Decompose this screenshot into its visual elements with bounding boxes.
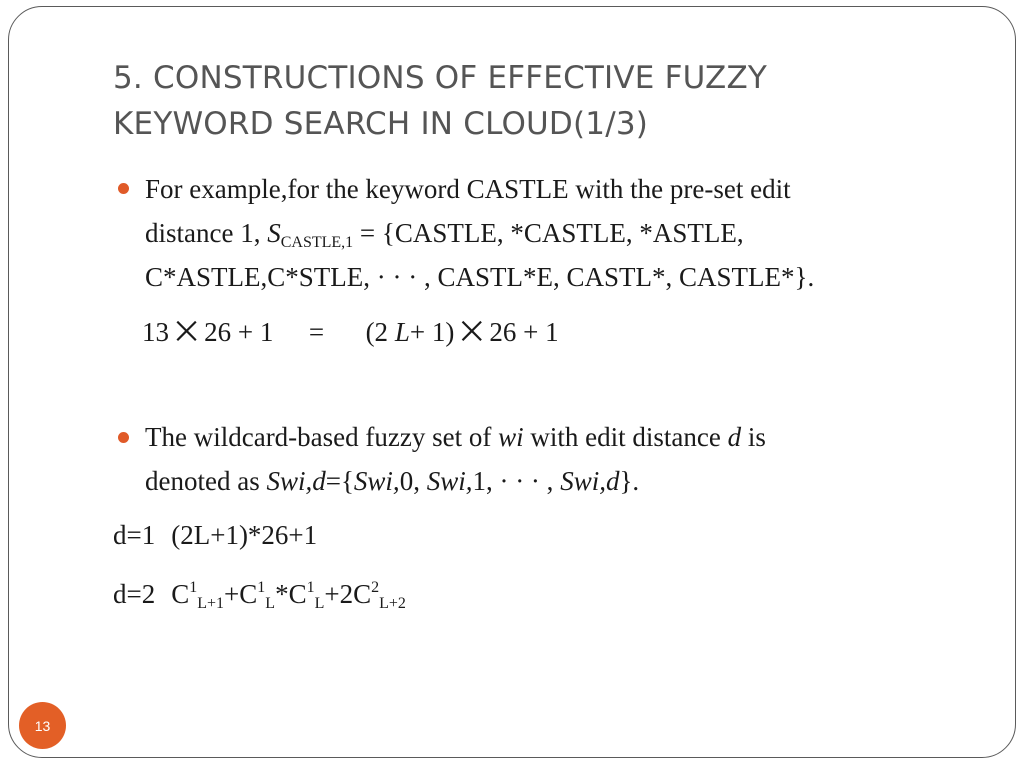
d1-line: d=1 (2L+1)*26+1 [113,520,317,550]
bullet2-end: }. [619,466,640,496]
bullet1-line1: For example,for the keyword CASTLE with … [145,174,791,204]
d2-c4-sup: 2 [371,579,380,596]
d2-label: d=2 [113,579,156,609]
bullet2-swi1: Swi, [426,466,473,496]
set-subscript: CASTLE,1 [280,234,354,251]
formula-line: 13 ⨉ 26 + 1 = (2 L+ 1) ⨉ 26 + 1 [142,317,559,347]
slide-frame [8,6,1016,758]
bullet2-line2: denoted as Swi,d={Swi,0, Swi,1, · · · , … [145,466,639,496]
bullet-dot-icon [118,432,129,443]
d2-plus2: +2C [324,579,372,609]
bullet2-swid: Swi,d [266,466,326,496]
d2-c3-sub: L [314,595,325,612]
d2-c1-sup: 1 [189,579,198,596]
title-line-1: 5. CONSTRUCTIONS OF EFFECTIVE FUZZY [113,60,768,96]
bullet2-swid2: Swi,d [560,466,620,496]
bullet2-text-1c: is [741,422,766,452]
d2-c1: C [171,579,190,609]
bullet1-line2: distance 1, SCASTLE,1 = {CASTLE, *CASTLE… [145,218,744,258]
bullet2-line1: The wildcard-based fuzzy set of wi with … [145,422,766,452]
bullet2-swi0: Swi, [353,466,400,496]
formula-left: 13 ⨉ 26 + 1 [142,317,274,347]
bullet1-text-3: C*ASTLE,C*STLE, · · · , CASTL*E, CASTL*,… [145,262,815,292]
formula-equals: = [308,317,325,347]
bullet2-0: 0, [399,466,427,496]
formula-right-pre: (2 [365,317,395,347]
bullet1-text-1: For example,for the keyword CASTLE with … [145,174,791,204]
d1-expression: (2L+1)*26+1 [171,520,318,550]
d2-c2-sub: L [265,595,276,612]
formula-right-L: L [394,317,410,347]
d1-label: d=1 [113,520,156,550]
bullet1-text-2a: distance 1, [145,218,268,248]
title-line-2: KEYWORD SEARCH IN CLOUD(1/3) [113,106,649,142]
formula-right-post: + 1) ⨉ 26 + 1 [409,317,559,347]
bullet2-1: 1, · · · , [472,466,561,496]
bullet2-d: d [727,422,742,452]
d2-c3-sup: 1 [306,579,315,596]
d2-c4-sub: L+2 [379,595,406,612]
d2-c2-sup: 1 [257,579,266,596]
bullet2-wi: wi [498,422,524,452]
d2-star: *C [275,579,307,609]
d2-c1-sub: L+1 [197,595,225,612]
d2-plus1: +C [224,579,258,609]
bullet2-text-1a: The wildcard-based fuzzy set of [145,422,499,452]
bullet-dot-icon [118,183,129,194]
slide-title: 5. CONSTRUCTIONS OF EFFECTIVE FUZZY KEYW… [113,55,933,147]
bullet2-text-1b: with edit distance [523,422,728,452]
page-number: 13 [34,717,51,734]
bullet1-line3: C*ASTLE,C*STLE, · · · , CASTL*E, CASTL*,… [145,262,814,292]
bullet1-text-2b: = {CASTLE, *CASTLE, *ASTLE, [353,218,744,248]
bullet2-text-2b: ={ [325,466,354,496]
page-number-badge: 13 [19,702,66,749]
set-symbol: S [267,218,281,248]
bullet2-text-2a: denoted as [145,466,267,496]
